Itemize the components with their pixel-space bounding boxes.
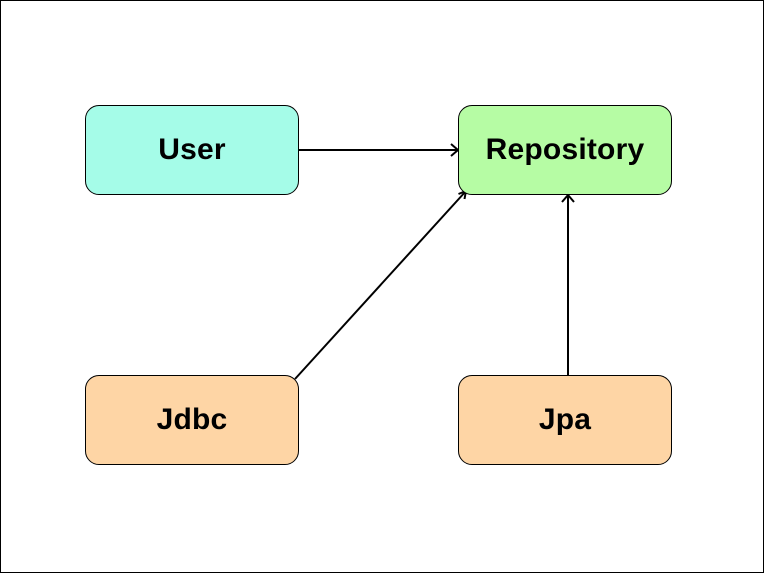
- node-repository[interactable]: Repository: [458, 105, 672, 195]
- edge-user-to-repository: [299, 143, 460, 157]
- node-jdbc-label: Jdbc: [156, 403, 228, 436]
- node-jdbc[interactable]: Jdbc: [85, 375, 299, 465]
- node-repository-label: Repository: [485, 133, 645, 166]
- node-user-label: User: [158, 133, 226, 166]
- node-user[interactable]: User: [85, 105, 299, 195]
- node-jpa-label: Jpa: [538, 403, 592, 436]
- node-jpa[interactable]: Jpa: [458, 375, 672, 465]
- edge-jpa-to-repository: [561, 193, 575, 375]
- edge-jdbc-to-repository: [294, 189, 468, 380]
- arrowhead-icon: [561, 193, 575, 203]
